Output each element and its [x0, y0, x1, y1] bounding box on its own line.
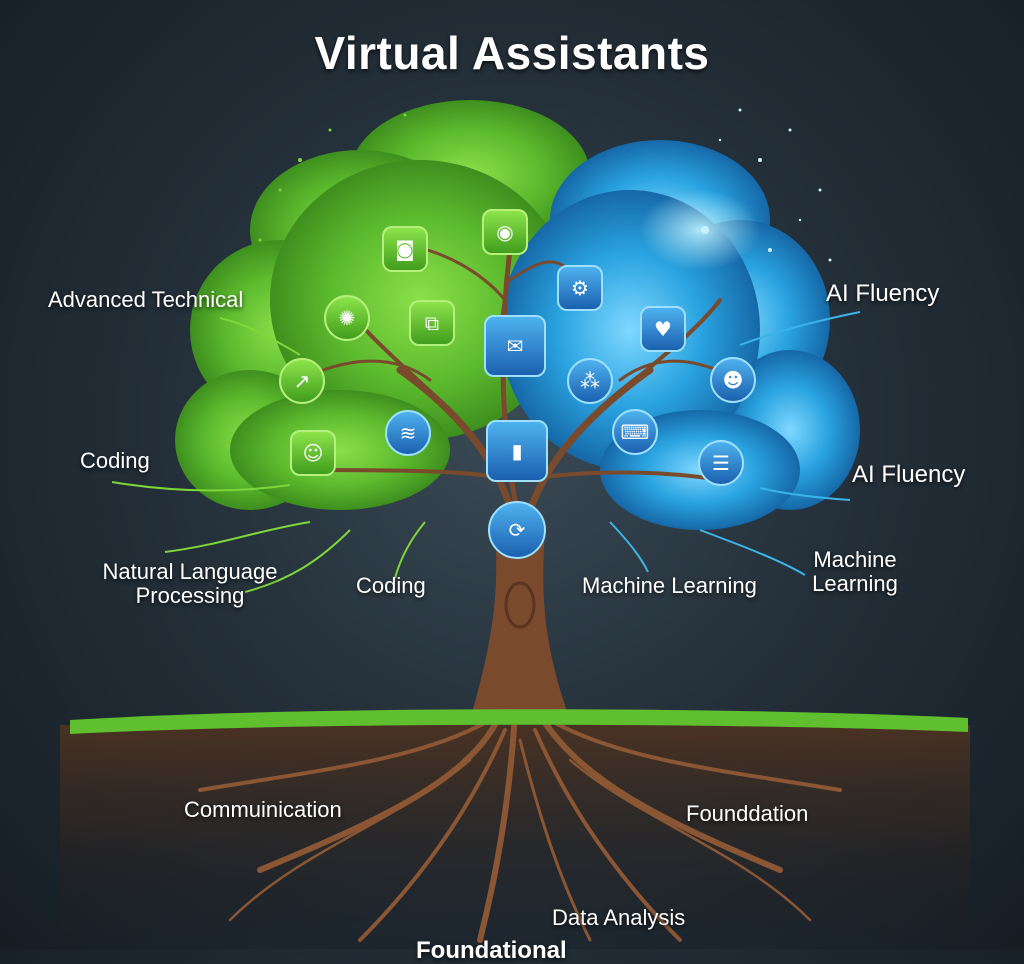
sparkles [701, 108, 832, 262]
svg-text:◉: ◉ [496, 220, 513, 244]
label-coding-center: Coding [356, 573, 426, 598]
label-foundational-cut: Foundational [416, 937, 567, 964]
diagram-title: Virtual Assistants [314, 27, 710, 79]
label-ai-fluency-mid: AI Fluency [852, 461, 966, 488]
svg-text:♥: ♥ [654, 317, 672, 341]
svg-text:✺: ✺ [339, 306, 356, 330]
label-foundation: Founddation [686, 801, 809, 826]
svg-text:⌨: ⌨ [621, 420, 650, 444]
svg-text:☺: ☺ [303, 441, 324, 465]
svg-text:↗: ↗ [294, 369, 311, 393]
svg-text:⟳: ⟳ [509, 518, 526, 542]
svg-text:☻: ☻ [723, 368, 744, 392]
callout-lines [111, 311, 861, 593]
puzzle-icon: ⧉ [409, 300, 455, 346]
svg-text:◙: ◙ [395, 237, 414, 261]
soil [60, 725, 970, 949]
user-profile-icon: ☺ [290, 430, 336, 476]
svg-text:⁂: ⁂ [580, 369, 600, 393]
bar-chart-icon: ▮ [486, 420, 548, 482]
svg-text:☰: ☰ [712, 451, 730, 475]
webcam-icon: ◉ [482, 209, 528, 255]
svg-text:⚙: ⚙ [571, 276, 589, 300]
svg-text:≋: ≋ [400, 421, 417, 445]
label-machine-learning-center: Machine Learning [582, 573, 757, 598]
code-window-icon: ⌨ [612, 409, 658, 455]
chart-line-icon: ↗ [279, 358, 325, 404]
roots [198, 712, 842, 943]
svg-text:▮: ▮ [511, 439, 522, 463]
network-nodes-icon: ⁂ [567, 358, 613, 404]
trunk-knot [504, 581, 536, 629]
gear-icon: ⚙ [557, 265, 603, 311]
trunk [470, 530, 570, 720]
label-coding-left: Coding [80, 448, 150, 473]
bug-circuit-icon: ✺ [324, 295, 370, 341]
blue-canopy [500, 140, 860, 530]
green-particles [258, 113, 407, 242]
label-advanced-technical: Advanced Technical [48, 287, 244, 312]
checklist-icon: ☰ [698, 440, 744, 486]
grass-line [70, 709, 968, 734]
icon-layer: ◙ ◉ ⚙ ✺ ⧉ ✉ ♥ ↗ ⁂ ☻ ☺ ≋ ▮ ⌨ ☰ ⟳ [279, 209, 756, 559]
label-ai-fluency-top: AI Fluency [826, 280, 940, 307]
label-data-analysis: Data Analysis [552, 905, 686, 930]
label-machine-learning-right: Machine Learning [812, 547, 898, 597]
svg-text:⧉: ⧉ [425, 311, 439, 335]
mail-icon: ✉ [484, 315, 546, 377]
signal-chart-icon: ≋ [385, 410, 431, 456]
camera-app-icon: ◙ [382, 226, 428, 272]
label-communication: Commuinication [184, 797, 342, 822]
chat-heart-icon: ♥ [640, 306, 686, 352]
gears-cycle-icon: ⟳ [488, 501, 546, 559]
robot-avatar-icon: ☻ [710, 357, 756, 403]
svg-text:✉: ✉ [507, 334, 524, 358]
label-natural-language-processing: Natural Language Processing [102, 559, 278, 609]
